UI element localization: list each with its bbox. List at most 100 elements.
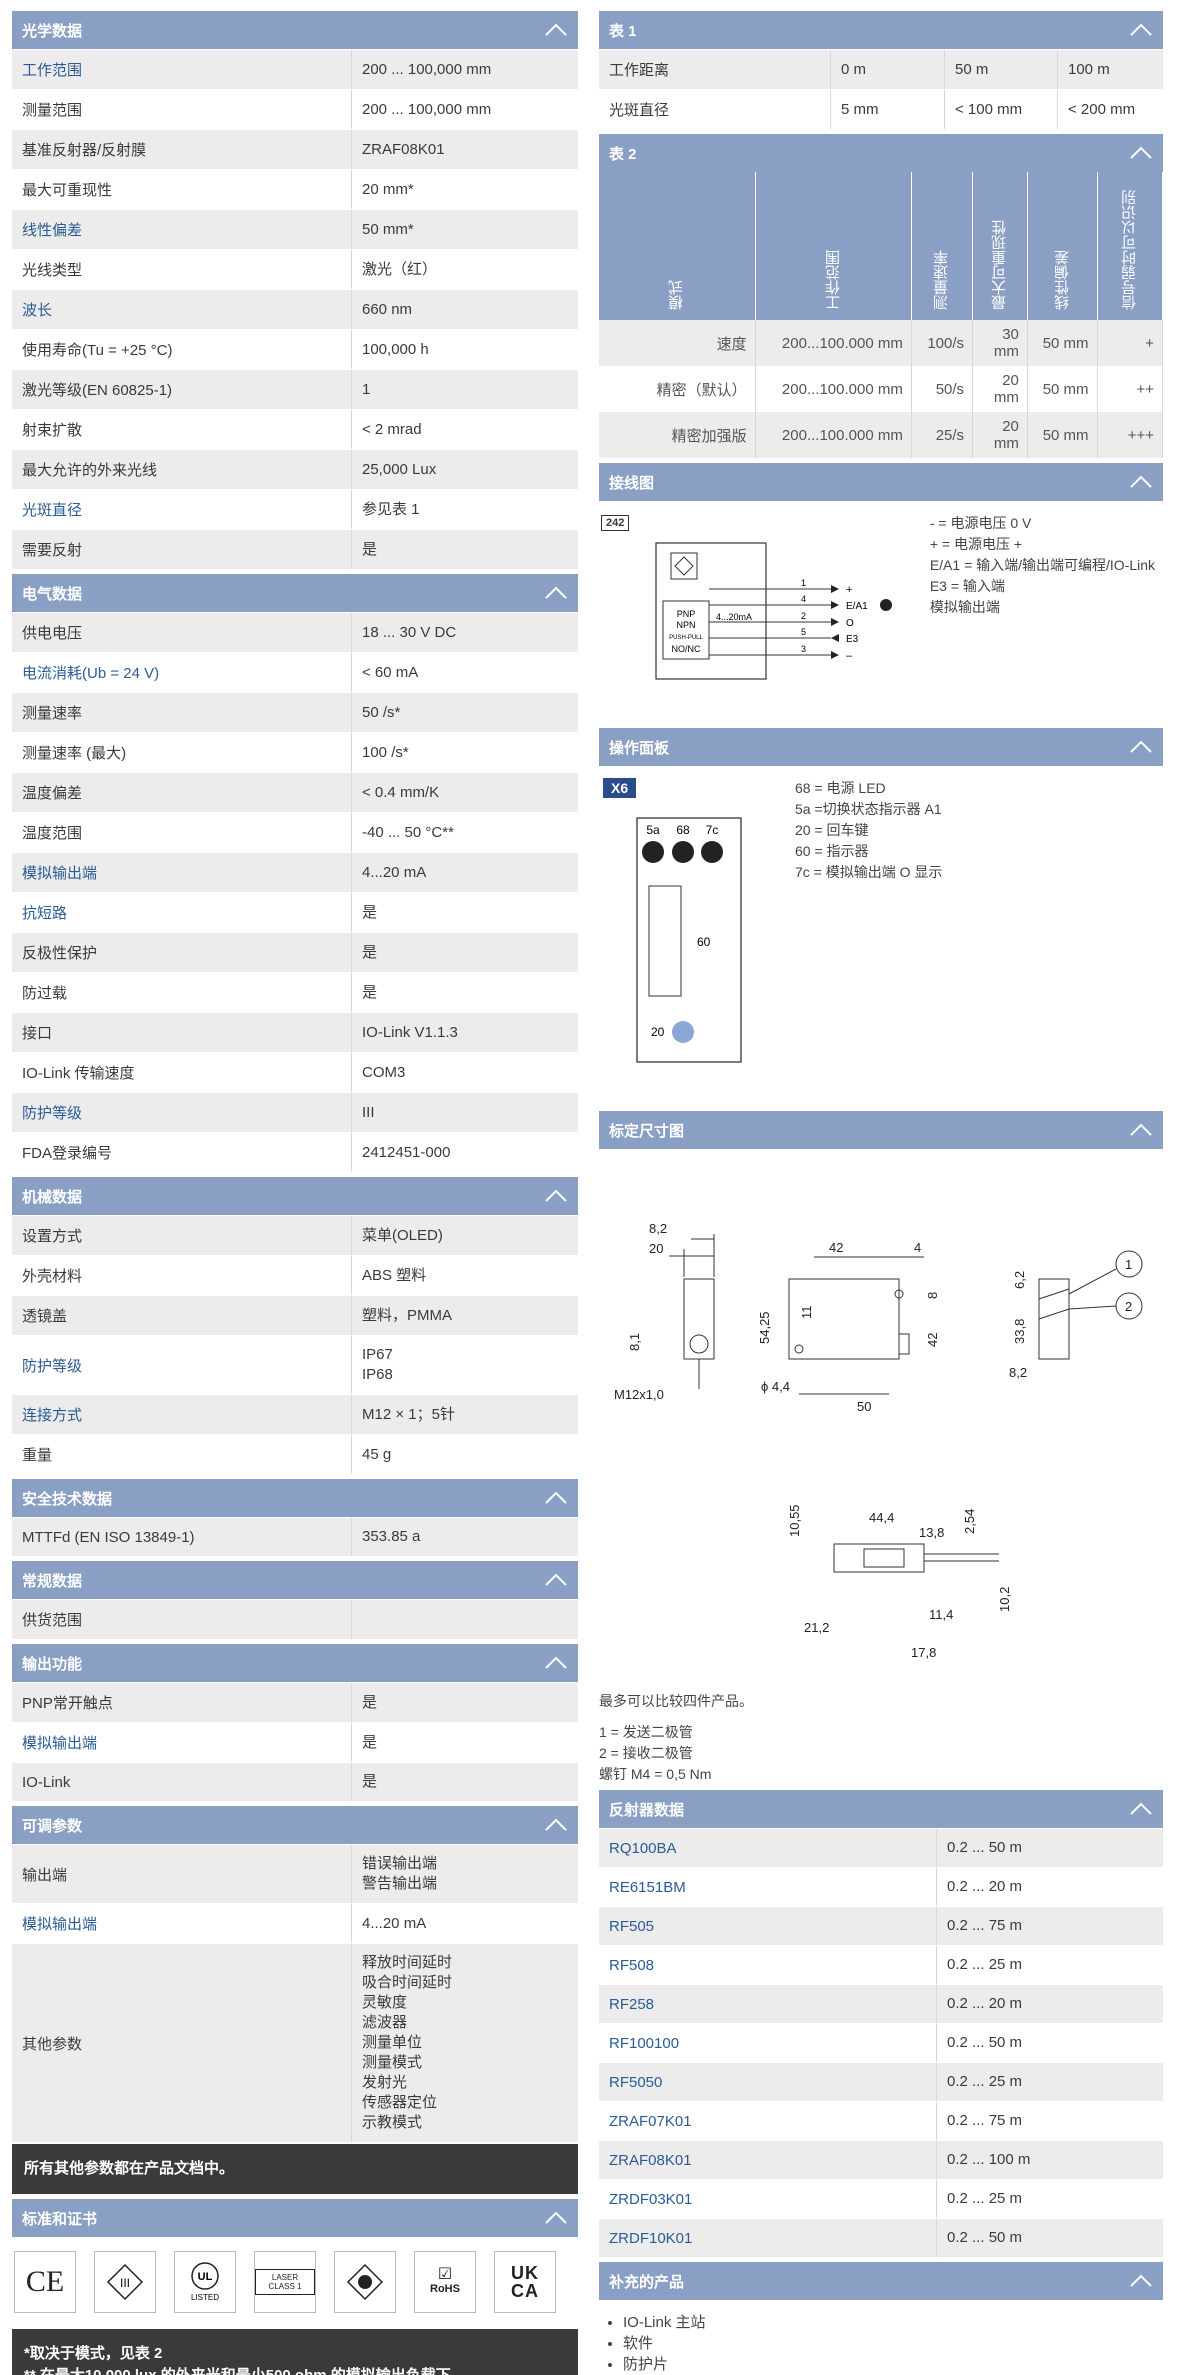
row-label[interactable]: 模拟输出端 [12, 1904, 352, 1943]
row-value: 是 [352, 933, 578, 972]
row-label: FDA登录编号 [12, 1133, 352, 1172]
wiring-header[interactable]: 接线图 [599, 463, 1163, 501]
row-value-text: -40 ... 50 °C** [362, 823, 454, 841]
row-label[interactable]: 抗短路 [12, 893, 352, 932]
svg-text:42: 42 [829, 1240, 843, 1255]
svg-text:50: 50 [857, 1399, 871, 1414]
row-value: 4...20 mA [352, 1904, 578, 1943]
reflector-range: 0.2 ... 50 m [947, 1839, 1023, 1856]
row-value: 20 mm* [352, 170, 578, 209]
row-value-text: M12 × 1；5针 [362, 1405, 455, 1423]
table2-header[interactable]: 表 2 [599, 134, 1163, 172]
table-cell: + [1097, 320, 1164, 366]
accessories-title: 补充的产品 [609, 2273, 685, 2291]
svg-text:UL: UL [198, 2271, 213, 2283]
chevron-up-icon [545, 1818, 567, 1831]
accessories-header[interactable]: 补充的产品 [599, 2262, 1163, 2300]
reflector-link[interactable]: RF5050 [599, 2063, 937, 2101]
chevron-up-icon [545, 1573, 567, 1586]
row-label: 透镜盖 [12, 1296, 352, 1335]
optical-header[interactable]: 光学数据 [12, 11, 578, 49]
electrical-header[interactable]: 电气数据 [12, 574, 578, 612]
reflector-link[interactable]: RF508 [599, 1946, 937, 1984]
row-label[interactable]: 模拟输出端 [12, 853, 352, 892]
svg-text:III: III [120, 2276, 130, 2290]
row-value: 2412451-000 [352, 1133, 578, 1172]
row-label[interactable]: 模拟输出端 [12, 1723, 352, 1762]
table-row: 模拟输出端是 [12, 1722, 578, 1762]
svg-text:10,2: 10,2 [997, 1587, 1012, 1612]
adjustable-header[interactable]: 可调参数 [12, 1806, 578, 1844]
table-row: 温度偏差< 0.4 mm/K [12, 772, 578, 812]
list-item[interactable]: IO-Link 主站 [623, 2312, 1163, 2333]
row-label[interactable]: 防护等级 [12, 1093, 352, 1132]
table1-header[interactable]: 表 1 [599, 11, 1163, 49]
row-label[interactable]: 光斑直径 [12, 490, 352, 529]
row-value-text: 灵敏度 [362, 1994, 408, 2011]
reflector-link[interactable]: RF258 [599, 1985, 937, 2023]
svg-text:2: 2 [801, 611, 806, 621]
dimensions-header[interactable]: 标定尺寸图 [599, 1111, 1163, 1149]
row-value: 45 g [352, 1435, 578, 1474]
panel-code: X6 [603, 778, 637, 798]
svg-text:PNP: PNP [677, 609, 696, 619]
row-value: 200 ... 100,000 mm [352, 50, 578, 89]
list-item[interactable]: 防护片 [623, 2354, 1163, 2375]
row-label[interactable]: 防护等级 [12, 1336, 352, 1394]
row-label[interactable]: 电流消耗(Ub = 24 V) [12, 653, 352, 692]
row-value: III [352, 1093, 578, 1132]
chevron-up-icon [1130, 475, 1152, 488]
panel-header[interactable]: 操作面板 [599, 728, 1163, 766]
reflector-link[interactable]: ZRAF07K01 [599, 2102, 937, 2140]
reflector-link[interactable]: RF100100 [599, 2024, 937, 2062]
svg-text:8: 8 [925, 1292, 940, 1299]
row-label[interactable]: 连接方式 [12, 1395, 352, 1434]
reflector-link[interactable]: RE6151BM [599, 1868, 937, 1906]
standards-header[interactable]: 标准和证书 [12, 2199, 578, 2237]
row-value-text: 50 /s* [362, 703, 401, 721]
svg-text:54,25: 54,25 [757, 1311, 772, 1344]
row-label: 重量 [12, 1435, 352, 1474]
row-value-text: 18 ... 30 V DC [362, 623, 457, 641]
row-label: 激光等级(EN 60825-1) [12, 370, 352, 409]
row-value-text: 4...20 mA [362, 863, 427, 881]
row-value: 0.2 ... 50 m [937, 2219, 1163, 2257]
safety-header[interactable]: 安全技术数据 [12, 1479, 578, 1517]
legend-item: 5a =切换状态指示器 A1 [795, 801, 942, 817]
reflector-link[interactable]: RF505 [599, 1907, 937, 1945]
row-value-text: < 2 mrad [362, 420, 422, 438]
table-cell: +++ [1097, 412, 1164, 458]
mechanical-header[interactable]: 机械数据 [12, 1177, 578, 1215]
svg-text:PUSH-PULL: PUSH-PULL [669, 635, 703, 641]
row-label[interactable]: 波长 [12, 290, 352, 329]
reflector-link[interactable]: ZRAF08K01 [599, 2141, 937, 2179]
reflector-link[interactable]: ZRDF03K01 [599, 2180, 937, 2218]
list-item[interactable]: 软件 [623, 2333, 1163, 2354]
row-label: 设置方式 [12, 1216, 352, 1255]
svg-text:O: O [846, 618, 854, 629]
reflector-link[interactable]: ZRDF10K01 [599, 2219, 937, 2257]
row-value-text: 警告输出端 [362, 1875, 438, 1892]
reflectors-header[interactable]: 反射器数据 [599, 1790, 1163, 1828]
output-header[interactable]: 输出功能 [12, 1644, 578, 1682]
row-label: 使用寿命(Tu = +25 °C) [12, 330, 352, 369]
general-header[interactable]: 常规数据 [12, 1561, 578, 1599]
table-cell: 0 m [831, 50, 945, 89]
svg-text:11: 11 [799, 1306, 814, 1320]
table-header-cell: 线性偏差 [1027, 172, 1098, 320]
row-label: 基准反射器/反射膜 [12, 130, 352, 169]
row-label[interactable]: 工作范围 [12, 50, 352, 89]
svg-text:68: 68 [676, 823, 690, 837]
row-label[interactable]: 线性偏差 [12, 210, 352, 249]
row-label: PNP常开触点 [12, 1683, 352, 1722]
reflector-link[interactable]: RQ100BA [599, 1829, 937, 1867]
row-value-text: COM3 [362, 1063, 406, 1081]
